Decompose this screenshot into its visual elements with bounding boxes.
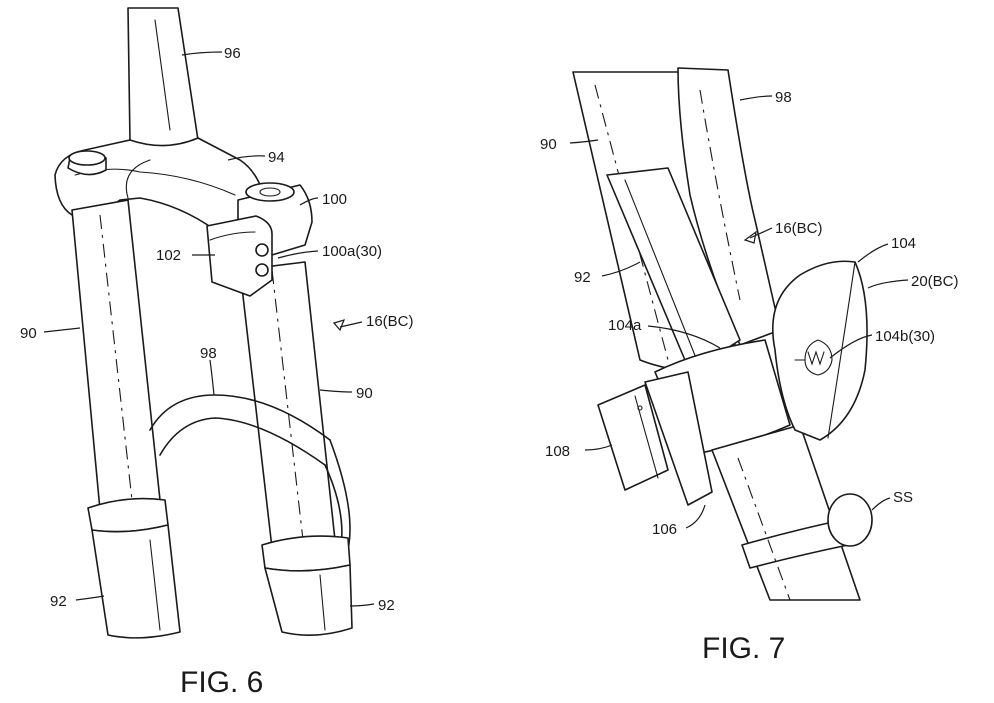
fig7-label-20bc: 20(BC) <box>911 273 959 290</box>
fig7-label-104a: 104a <box>608 317 642 334</box>
fig6-left-stanchion <box>71 199 161 511</box>
fig6-label-100: 100 <box>322 191 347 208</box>
fig7-caption: FIG. 7 <box>702 632 785 665</box>
fig6-label-92-right: 92 <box>378 597 395 614</box>
fig6-caption: FIG. 6 <box>180 666 263 699</box>
fig7-bracket <box>644 371 713 506</box>
fig7-battery-module <box>597 384 669 491</box>
fig7-drawing <box>572 67 873 601</box>
fig7-label-108: 108 <box>545 443 570 460</box>
fig7-label-98: 98 <box>775 89 792 106</box>
fig6-arch-brace <box>149 394 331 466</box>
fig7-label-16bc: 16(BC) <box>775 220 823 237</box>
fig6-leader-lines <box>43 51 375 607</box>
fig7-leader-lines <box>569 95 909 529</box>
fig6-labels: 96 94 100 102 100a(30) 16(BC) 98 90 90 9… <box>20 45 414 699</box>
fig6-label-96: 96 <box>224 45 241 62</box>
fig7-lamp-housing <box>772 260 868 441</box>
fig7-label-ss: SS <box>893 489 913 506</box>
fig6-right-lower-leg <box>264 564 353 636</box>
fig6-left-lower-leg <box>91 524 181 639</box>
fig7-labels: 98 90 16(BC) 104 20(BC) 92 104a 104b(30)… <box>540 89 959 665</box>
fig6-label-90-left: 90 <box>20 325 37 342</box>
fig7-label-104: 104 <box>891 235 916 252</box>
fig6-left-seal-collar <box>87 497 169 533</box>
fig6-label-102: 102 <box>156 247 181 264</box>
fig6-label-92-left: 92 <box>50 593 67 610</box>
fig7-bulb-icon <box>804 339 833 376</box>
fig6-drawing <box>54 7 353 639</box>
fig7-sensor <box>827 493 873 547</box>
fig6-label-90-right: 90 <box>356 385 373 402</box>
fig6-right-seal-collar <box>261 535 351 572</box>
fig6-label-98: 98 <box>200 345 217 362</box>
fig7-label-92: 92 <box>574 269 591 286</box>
fig6-label-100a: 100a(30) <box>322 243 382 260</box>
fig7-label-106: 106 <box>652 521 677 538</box>
fig6-label-94: 94 <box>268 149 285 166</box>
fig6-right-stanchion <box>239 261 336 549</box>
fig7-label-104b: 104b(30) <box>875 328 935 345</box>
fig7-label-90: 90 <box>540 136 557 153</box>
fig6-label-16bc: 16(BC) <box>366 313 414 330</box>
